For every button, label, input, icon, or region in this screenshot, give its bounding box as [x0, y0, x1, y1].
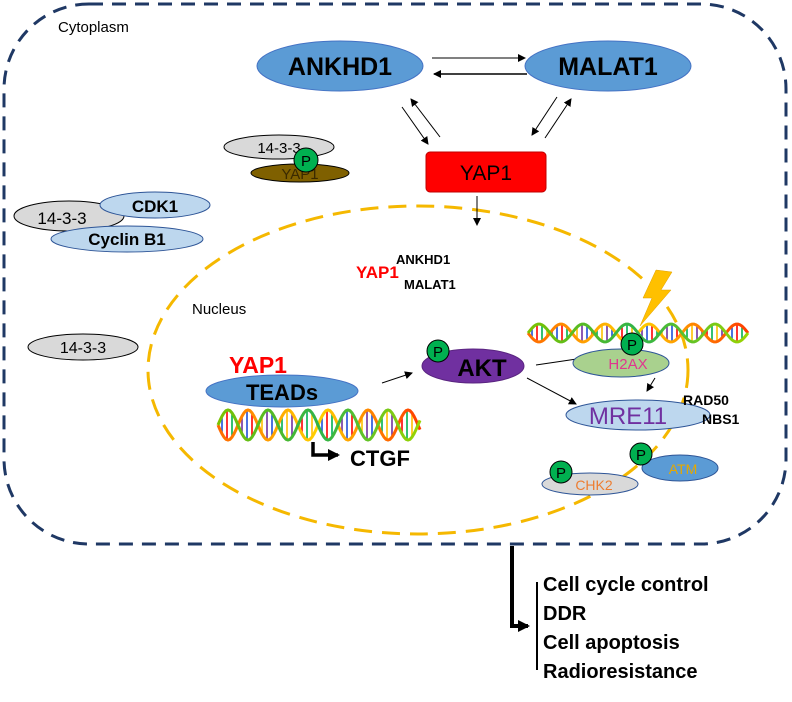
phospho-icon	[620, 332, 644, 356]
outcome-item: Cell cycle control	[543, 574, 709, 596]
yap1-box: YAP1	[425, 151, 547, 193]
outcome-item: Cell apoptosis	[543, 632, 680, 654]
svg-text:CHK2: CHK2	[575, 477, 613, 493]
teads-complex: YAP1 TEADs	[205, 352, 359, 408]
phospho-icon	[426, 339, 450, 363]
svg-text:YAP1: YAP1	[460, 162, 512, 185]
svg-text:H2AX: H2AX	[608, 356, 647, 373]
phospho-icon	[549, 460, 573, 484]
svg-text:MALAT1: MALAT1	[404, 277, 456, 292]
malat1-node: MALAT1	[524, 40, 692, 92]
arrow-malat1-to-yap1	[531, 96, 558, 136]
arrow-teads-to-akt	[381, 371, 413, 384]
outcome-item: DDR	[543, 603, 587, 625]
dna-helix-teads	[216, 408, 422, 442]
svg-text:ATM: ATM	[669, 461, 698, 477]
svg-text:P: P	[301, 153, 311, 170]
complex-14-3-3-yap1: 14-3-3 YAP1 P	[223, 134, 350, 183]
cytoplasm-label: Cytoplasm	[58, 19, 129, 36]
svg-text:14-3-3: 14-3-3	[37, 209, 86, 228]
svg-text:14-3-3: 14-3-3	[60, 340, 106, 357]
arrow-ankhd1-to-yap1	[401, 106, 429, 145]
outcome-arrow	[510, 546, 530, 632]
free-14-3-3-node: 14-3-3	[27, 333, 139, 361]
svg-text:P: P	[627, 337, 637, 354]
arrow-h2ax-to-mre11	[646, 377, 656, 392]
svg-text:TEADs: TEADs	[246, 380, 318, 405]
phospho-icon	[293, 147, 319, 173]
arrow-akt-to-mre11	[526, 377, 577, 405]
svg-text:NBS1: NBS1	[702, 411, 740, 427]
mre11-node: MRE11 RAD50 NBS1	[565, 392, 740, 431]
nuclear-membrane	[146, 204, 690, 536]
chk2-node: CHK2 P	[541, 460, 639, 496]
dna-strand	[526, 322, 750, 344]
dna-helix-h2ax	[526, 322, 750, 344]
svg-text:Cyclin B1: Cyclin B1	[88, 230, 165, 249]
arrow-yap1-to-ankhd1	[410, 98, 441, 138]
ankhd1-node: ANKHD1	[256, 40, 424, 92]
svg-text:MALAT1: MALAT1	[558, 53, 658, 81]
atm-node: ATM P	[629, 442, 719, 482]
cell-membrane	[2, 2, 788, 546]
svg-text:RAD50: RAD50	[683, 392, 729, 408]
dna-strand	[216, 408, 422, 442]
outcome-item: Radioresistance	[543, 661, 698, 683]
svg-text:CDK1: CDK1	[132, 197, 178, 216]
nucleus-label: Nucleus	[192, 301, 246, 318]
svg-text:AKT: AKT	[457, 355, 507, 382]
arrow-yap1-to-malat1	[544, 98, 572, 139]
svg-text:ANKHD1: ANKHD1	[396, 252, 450, 267]
akt-node: AKT P	[421, 339, 525, 384]
complex-cdk1-cyclinb1: 14-3-3 CDK1 Cyclin B1	[13, 191, 211, 253]
svg-text:P: P	[556, 465, 566, 482]
ctgf-label: CTGF	[350, 446, 410, 471]
phospho-icon	[629, 442, 653, 466]
svg-text:YAP1: YAP1	[229, 352, 287, 378]
ctgf-transcription-arrow	[311, 442, 340, 461]
svg-text:YAP1: YAP1	[356, 263, 399, 282]
svg-text:P: P	[433, 344, 443, 361]
outcome-list: Cell cycle control DDR Cell apoptosis Ra…	[543, 574, 709, 683]
radiation-lightning-icon	[639, 269, 673, 327]
svg-text:MRE11: MRE11	[589, 403, 667, 430]
nuclear-yap1-complex: YAP1 ANKHD1 MALAT1	[356, 252, 456, 292]
dna-strand	[216, 408, 422, 442]
svg-text:P: P	[636, 447, 646, 464]
h2ax-node: H2AX P	[572, 332, 670, 378]
svg-text:14-3-3: 14-3-3	[257, 140, 300, 157]
svg-text:ANKHD1: ANKHD1	[288, 53, 392, 81]
